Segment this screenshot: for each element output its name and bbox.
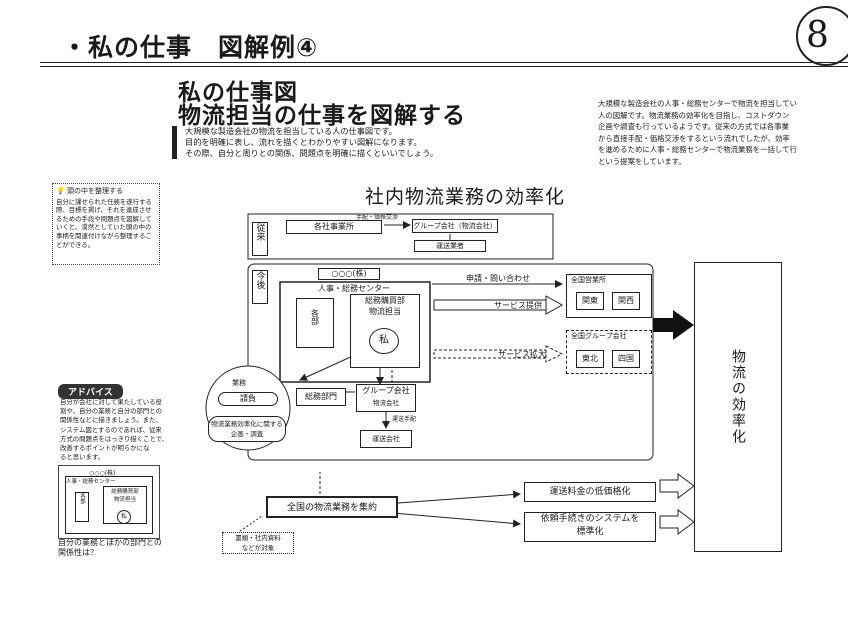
mini-company: ○○○(株): [89, 470, 116, 477]
tip-line: いくと、漠然としていた頭の中の: [56, 223, 152, 232]
note-line: 書類・社内資料: [235, 534, 281, 542]
work-item-1: 請負: [218, 392, 278, 406]
legacy-label: 従来: [252, 222, 268, 256]
carrier-box: 運送会社: [360, 430, 412, 448]
diagram-title: 社内物流業務の効率化: [365, 186, 566, 208]
group-co-box: グループ会社 物流会社: [356, 384, 416, 412]
side-note-line: 企画や調査も行っているようです。従来の方式では各事業: [598, 122, 790, 132]
mini-me: 私: [117, 510, 131, 524]
tip-line: 自分に課せられた任務を遂行する: [56, 197, 152, 206]
advice-line: 割や、自分の業務と自分の部門との: [60, 407, 162, 416]
mini-role: 物流担当: [113, 497, 136, 503]
legacy-group-co: グループ会社（物流会社）: [412, 219, 498, 233]
consolidate-box: 全国の物流業務を集約: [266, 496, 398, 518]
note-box: 書類・社内資料 などが対象: [222, 532, 294, 554]
tip-line: るための手段や問題点を図解して: [56, 214, 152, 223]
advice-line: 関係性などに描きましょう。また、: [60, 416, 162, 425]
intro-line: その際、自分と周りとの関係、問題点を明確に描くといいでしょう。: [185, 148, 438, 158]
tip-line: とができる。: [56, 240, 95, 249]
side-note-line: を進めるために人事・総務センターで物流業務を一括して行: [598, 145, 797, 155]
intro-text: 大規模な製造会社の物流を担当している人の仕事図です。 目的を明確に表し、流れを描…: [172, 126, 445, 159]
mini-unit: 各部: [75, 492, 89, 522]
group-item: 四国: [612, 350, 640, 368]
intro-line: 目的を明確に表し、流れを描くとわかりやすい図解になります。: [185, 137, 422, 147]
tip-box: 💡 頭の中を整理する 自分に課せられた任務を遂行する 際、目標を掲げ、それを達成…: [52, 183, 160, 265]
work-label: 業務: [232, 379, 246, 387]
current-dept: 総務購買部: [365, 296, 405, 305]
page-number: 8: [796, 6, 848, 66]
mini-center: 人事・総務センター: [66, 479, 116, 485]
side-note: 大規模な製造会社の人事・総務センターで物流を担当してい 人の図解です。物流業務の…: [598, 98, 798, 168]
current-unit-text: 各部: [310, 309, 320, 325]
current-unit: 各部: [296, 298, 334, 348]
main-title-line-1: 私の仕事図: [178, 79, 298, 106]
work-item-2: 物流業務効率化に関する企画・調査: [208, 416, 286, 442]
advice-line: ると思います。: [60, 453, 105, 462]
side-note-line: 大規模な製造会社の人事・総務センターで物流を担当してい: [598, 99, 797, 108]
current-frame: [247, 263, 654, 461]
service-provide-label: サービス提供: [494, 301, 542, 310]
requests-label: 申請・問い合わせ: [466, 274, 530, 283]
main-title-line-2: 物流担当の仕事を図解する: [178, 102, 466, 129]
mini-caption: 自分の業務とほかの部門との 関係性は？: [58, 538, 168, 558]
legacy-frame: [247, 213, 554, 260]
advice-line: 方式の問題点をはっきり描くことで、: [60, 434, 169, 443]
office-item: 関西: [612, 292, 640, 310]
current-label-text: 今後: [254, 271, 265, 289]
result-box-1: 運送料金の低価格化: [524, 482, 656, 502]
page-header-title: ・私の仕事 図解例④: [62, 33, 319, 62]
lightbulb-icon: 💡: [56, 187, 65, 195]
goal-text: 物流の効率化: [730, 349, 746, 445]
group-item: 東北: [576, 350, 604, 368]
intro-line: 大規模な製造会社の物流を担当している人の仕事図です。: [185, 126, 397, 136]
group-co-sub: 物流会社: [373, 399, 399, 407]
side-note-line: 人の図解です。物流業務の効率化を目指し、コストダウン: [598, 110, 790, 120]
advice-heading: アドバイス: [58, 384, 123, 399]
advice-line: 自分が会社に対して果たしている役: [60, 398, 162, 406]
mini-diagram: ○○○(株) 人事・総務センター 各部 総務購買部 物流担当 私: [58, 465, 160, 539]
result2-line: 標準化: [576, 527, 604, 537]
advice-body: 自分が会社に対して果たしている役 割や、自分の業務と自分の部門との 関係性などに…: [60, 398, 172, 462]
caption-line: 自分の業務とほかの部門との: [58, 538, 162, 547]
result-box-2: 依頼手続きのシステムを 標準化: [524, 512, 656, 542]
offices-title: 全国営業所: [571, 276, 606, 284]
legacy-carrier: 運送業者: [414, 240, 486, 252]
office-item: 関東: [576, 292, 604, 310]
mini-unit-text: 各部: [79, 493, 85, 504]
group-co-name: グループ会社: [362, 386, 410, 395]
mini-dept: 総務購買部: [111, 489, 139, 495]
caption-line: 関係性は？: [58, 548, 98, 557]
header-rule-2: [40, 66, 848, 67]
tip-heading-text: 頭の中を整理する: [66, 187, 123, 195]
current-company: ○○○(株): [318, 268, 380, 280]
legacy-arrow-label: 手配・価格交渉: [356, 214, 399, 221]
note-line: などが対象: [241, 544, 275, 552]
advice-line: 改善するポイントが明らかにな: [60, 444, 150, 453]
result2-line: 依頼手続きのシステムを: [540, 514, 640, 524]
groups-title: 全国グループ会社: [571, 332, 627, 340]
legacy-label-text: 従来: [254, 223, 265, 241]
current-role: 物流担当: [369, 307, 401, 316]
service-expand-label: サービス拡大: [498, 350, 546, 359]
tip-line: 事柄を関連付けながら整理するこ: [56, 231, 152, 240]
current-label: 今後: [252, 270, 268, 304]
current-me: 私: [369, 328, 399, 354]
arrange-label: 運送手配: [392, 416, 417, 423]
tip-heading: 💡 頭の中を整理する: [56, 187, 156, 196]
goal-box: 物流の効率化: [694, 262, 782, 552]
general-affairs-box: 総務部門: [296, 388, 346, 406]
current-center: 人事・総務センター: [318, 284, 390, 293]
legacy-divisions: 各社事業所: [286, 220, 382, 234]
header-rule: [40, 62, 848, 63]
advice-line: システム図とするのであれば、従来: [60, 425, 162, 434]
tip-line: 際、目標を掲げ、それを達成させ: [56, 206, 152, 215]
side-note-line: という提案をしています。: [598, 156, 686, 166]
side-note-line: から直接手配・価格交渉をするという流れでしたが、効率: [598, 133, 790, 143]
